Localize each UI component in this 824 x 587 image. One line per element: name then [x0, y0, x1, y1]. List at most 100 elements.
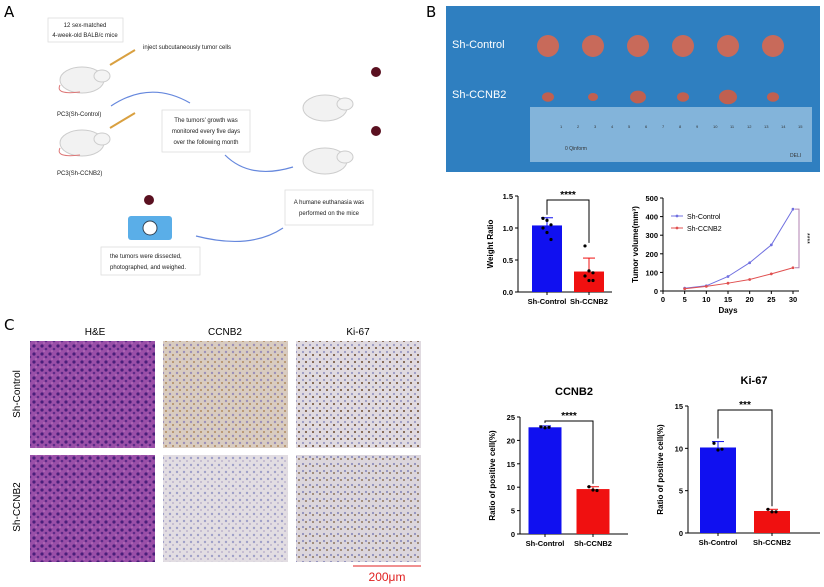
panel-label-c: C	[4, 316, 14, 334]
data-point	[770, 510, 774, 514]
ruler-number: 15	[798, 124, 803, 129]
x-tick-label: Sh-CCNB2	[570, 297, 608, 306]
dissect-box: the tumors were dissected, photographed,…	[100, 246, 201, 276]
significance-label: ****	[560, 190, 576, 201]
y-tick-label: 0	[654, 287, 658, 296]
tumor	[537, 35, 559, 57]
data-point	[595, 488, 599, 493]
bar	[700, 447, 736, 533]
ruler-number: 8	[679, 124, 682, 129]
rat-icon	[302, 147, 354, 175]
tumor	[677, 92, 689, 102]
x-tick-label: Sh-Control	[528, 297, 567, 306]
ruler-number: 10	[713, 124, 718, 129]
significance-label: ***	[739, 400, 751, 411]
mice-box: 12 sex-matched 4-week-old BALB/c mice	[47, 17, 124, 43]
axes	[662, 198, 799, 292]
x-tick-label: Sh-Control	[526, 539, 565, 548]
data-point	[587, 269, 591, 273]
x-axis-label: Days	[718, 306, 738, 315]
x-tick-label: 15	[724, 295, 732, 304]
svg-text:over the following month: over the following month	[173, 140, 238, 146]
rat-icon	[302, 94, 354, 122]
data-point	[541, 216, 545, 220]
tumor-icon	[371, 67, 381, 77]
data-point	[583, 244, 587, 248]
x-tick-label: 10	[702, 295, 710, 304]
x-tick-label: 0	[661, 295, 665, 304]
x-tick-label: 25	[767, 295, 775, 304]
bar	[532, 225, 562, 292]
series-line	[684, 267, 794, 290]
ruler-number: 6	[645, 124, 648, 129]
y-tick-label: 10	[507, 483, 515, 492]
svg-text:12 sex-matched: 12 sex-matched	[64, 23, 107, 29]
ihc-column-header: H&E	[85, 327, 106, 338]
svg-text:performed on the mice: performed on the mice	[299, 211, 360, 217]
data-point	[583, 274, 587, 278]
svg-text:The tumors' growth was: The tumors' growth was	[174, 118, 238, 124]
y-tick-label: 400	[645, 213, 658, 222]
significance-bracket	[546, 199, 590, 243]
legend-marker	[675, 226, 679, 230]
tumor	[762, 35, 784, 57]
data-point	[716, 448, 720, 452]
y-tick-label: 0.0	[503, 288, 513, 297]
data-point	[748, 278, 752, 281]
data-point	[704, 284, 708, 288]
tumor-icon	[144, 195, 154, 205]
legend-label: Sh-Control	[687, 214, 721, 221]
ruler-number: 13	[764, 124, 769, 129]
svg-text:DELI: DELI	[790, 153, 801, 159]
data-point	[769, 243, 773, 247]
y-tick-label: 1.0	[503, 224, 513, 233]
rat-icon	[58, 66, 111, 94]
x-tick-label: 5	[683, 295, 687, 304]
chart-title: CCNB2	[555, 386, 593, 398]
y-axis-label: Ratio of positive cell(%)	[656, 424, 665, 515]
significance-bracket	[544, 420, 594, 484]
data-point	[549, 223, 553, 227]
tumor	[767, 92, 779, 102]
significance-bracket	[717, 409, 773, 507]
scale-icon	[128, 216, 172, 240]
ihc-image-ki67-ccnb2	[296, 455, 421, 562]
data-point	[545, 230, 549, 235]
arrow-icon	[224, 154, 294, 173]
syringe-icon	[109, 112, 136, 129]
tumor	[672, 35, 694, 57]
scale-bar-label: 200μm	[369, 570, 406, 584]
ihc-image-he-control	[30, 341, 155, 448]
data-point	[541, 226, 545, 230]
significance-label: ****	[803, 233, 810, 244]
svg-text:the tumors were dissected,: the tumors were dissected,	[110, 254, 182, 260]
legend-marker	[675, 214, 679, 218]
growth-box: The tumors' growth was monitored every f…	[161, 109, 251, 153]
data-point	[748, 261, 752, 265]
data-point	[591, 278, 595, 283]
data-point	[591, 488, 595, 492]
y-tick-label: 1.5	[503, 192, 513, 201]
svg-text:4-week-old BALB/c mice: 4-week-old BALB/c mice	[52, 33, 118, 39]
data-point	[720, 447, 724, 451]
ihc-image-ki67-control	[296, 341, 421, 448]
significance-label: ****	[561, 411, 577, 422]
tumor	[719, 89, 737, 105]
chart-title: Ki-67	[741, 375, 768, 387]
data-point	[547, 425, 551, 429]
svg-text:photographed, and weighed.: photographed, and weighed.	[110, 265, 186, 271]
y-tick-label: 0	[511, 530, 515, 539]
y-tick-label: 100	[645, 268, 658, 277]
arrow-icon	[195, 227, 284, 243]
y-tick-label: 10	[675, 444, 683, 453]
svg-text:A humane euthanasia was: A humane euthanasia was	[294, 200, 364, 206]
rat-icon	[58, 129, 111, 157]
x-tick-label: Sh-CCNB2	[753, 538, 791, 547]
y-tick-label: 0.5	[503, 256, 513, 265]
ruler-number: 12	[747, 124, 752, 129]
tumor	[542, 92, 554, 102]
y-tick-label: 5	[511, 507, 515, 516]
